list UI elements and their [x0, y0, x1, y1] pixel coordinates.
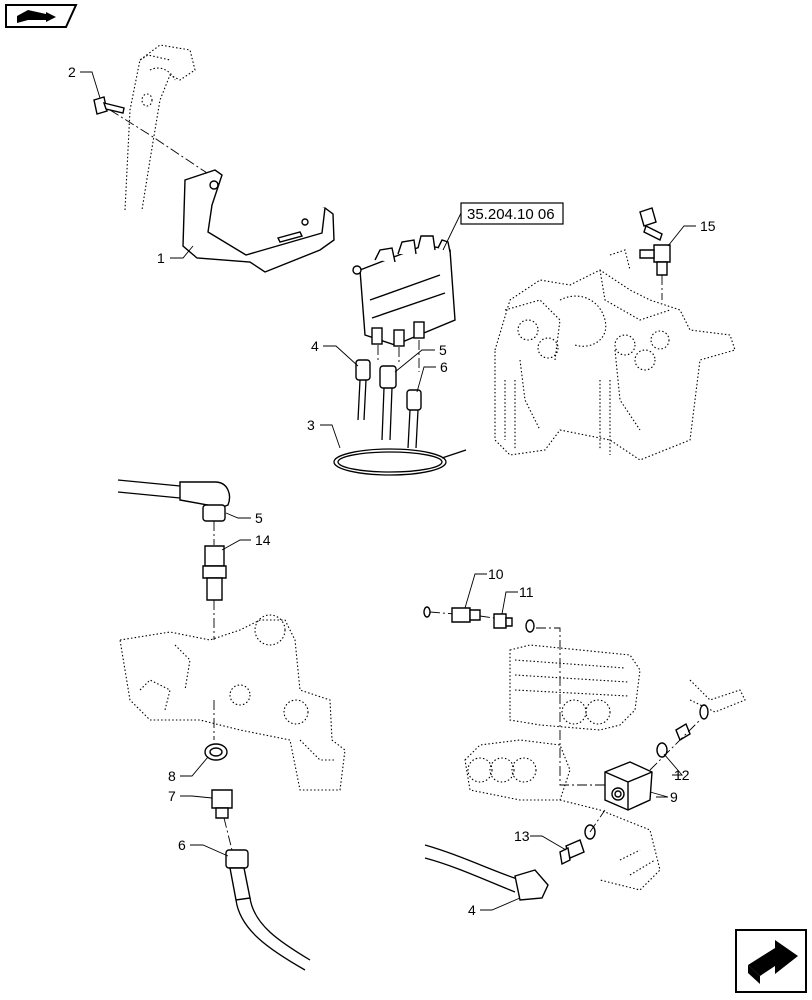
- connector-7: [211, 789, 233, 819]
- callout-13: 13: [514, 828, 530, 844]
- book-arrow-icon[interactable]: [5, 4, 78, 28]
- valve-bank-outline: [494, 249, 736, 461]
- washer-small-2: [525, 619, 535, 633]
- callout-11: 11: [519, 584, 534, 600]
- hose-elbow-5: [117, 479, 231, 522]
- control-valve: [352, 235, 456, 347]
- callout-5-lower: 5: [255, 510, 263, 526]
- fitting-12: [656, 704, 709, 758]
- callout-14: 14: [255, 532, 271, 548]
- mounting-bracket-1: [182, 169, 335, 273]
- hose-end-6: [225, 849, 311, 971]
- block-9: [604, 761, 653, 811]
- callout-10: 10: [488, 566, 504, 582]
- callout-3: 3: [307, 417, 315, 433]
- adapter-14: [202, 545, 227, 601]
- reference-number: 35.204.10 06: [467, 206, 555, 223]
- fitting-13: [559, 824, 596, 866]
- fitting-11: [493, 613, 513, 629]
- callout-2: 2: [68, 64, 76, 80]
- callout-15: 15: [700, 218, 716, 234]
- tractor-frame-outline: [464, 644, 746, 891]
- seal-8: [204, 743, 228, 761]
- callout-6-upper: 6: [440, 359, 448, 375]
- bolt-2: [93, 96, 125, 115]
- fitting-10: [451, 607, 481, 623]
- callout-9: 9: [670, 789, 678, 805]
- washer-small: [423, 606, 431, 618]
- frame-outline: [124, 44, 196, 211]
- next-page-arrow-icon[interactable]: [735, 929, 807, 993]
- callout-1: 1: [157, 250, 165, 266]
- callout-12: 12: [674, 767, 690, 783]
- callout-7: 7: [168, 788, 176, 804]
- tee-fitting-15: [639, 207, 671, 276]
- reference-box[interactable]: 35.204.10 06: [460, 202, 564, 225]
- frame-structure-lower: [119, 614, 346, 791]
- callout-4-lower: 4: [468, 902, 476, 918]
- callout-8: 8: [168, 768, 176, 784]
- cable-tie-3: [333, 448, 467, 476]
- hose-assembly-upper: [355, 359, 422, 449]
- callout-5-upper: 5: [439, 342, 447, 358]
- callout-6-lower: 6: [178, 837, 186, 853]
- callout-4-upper: 4: [311, 338, 319, 354]
- hose-end-4: [424, 844, 549, 901]
